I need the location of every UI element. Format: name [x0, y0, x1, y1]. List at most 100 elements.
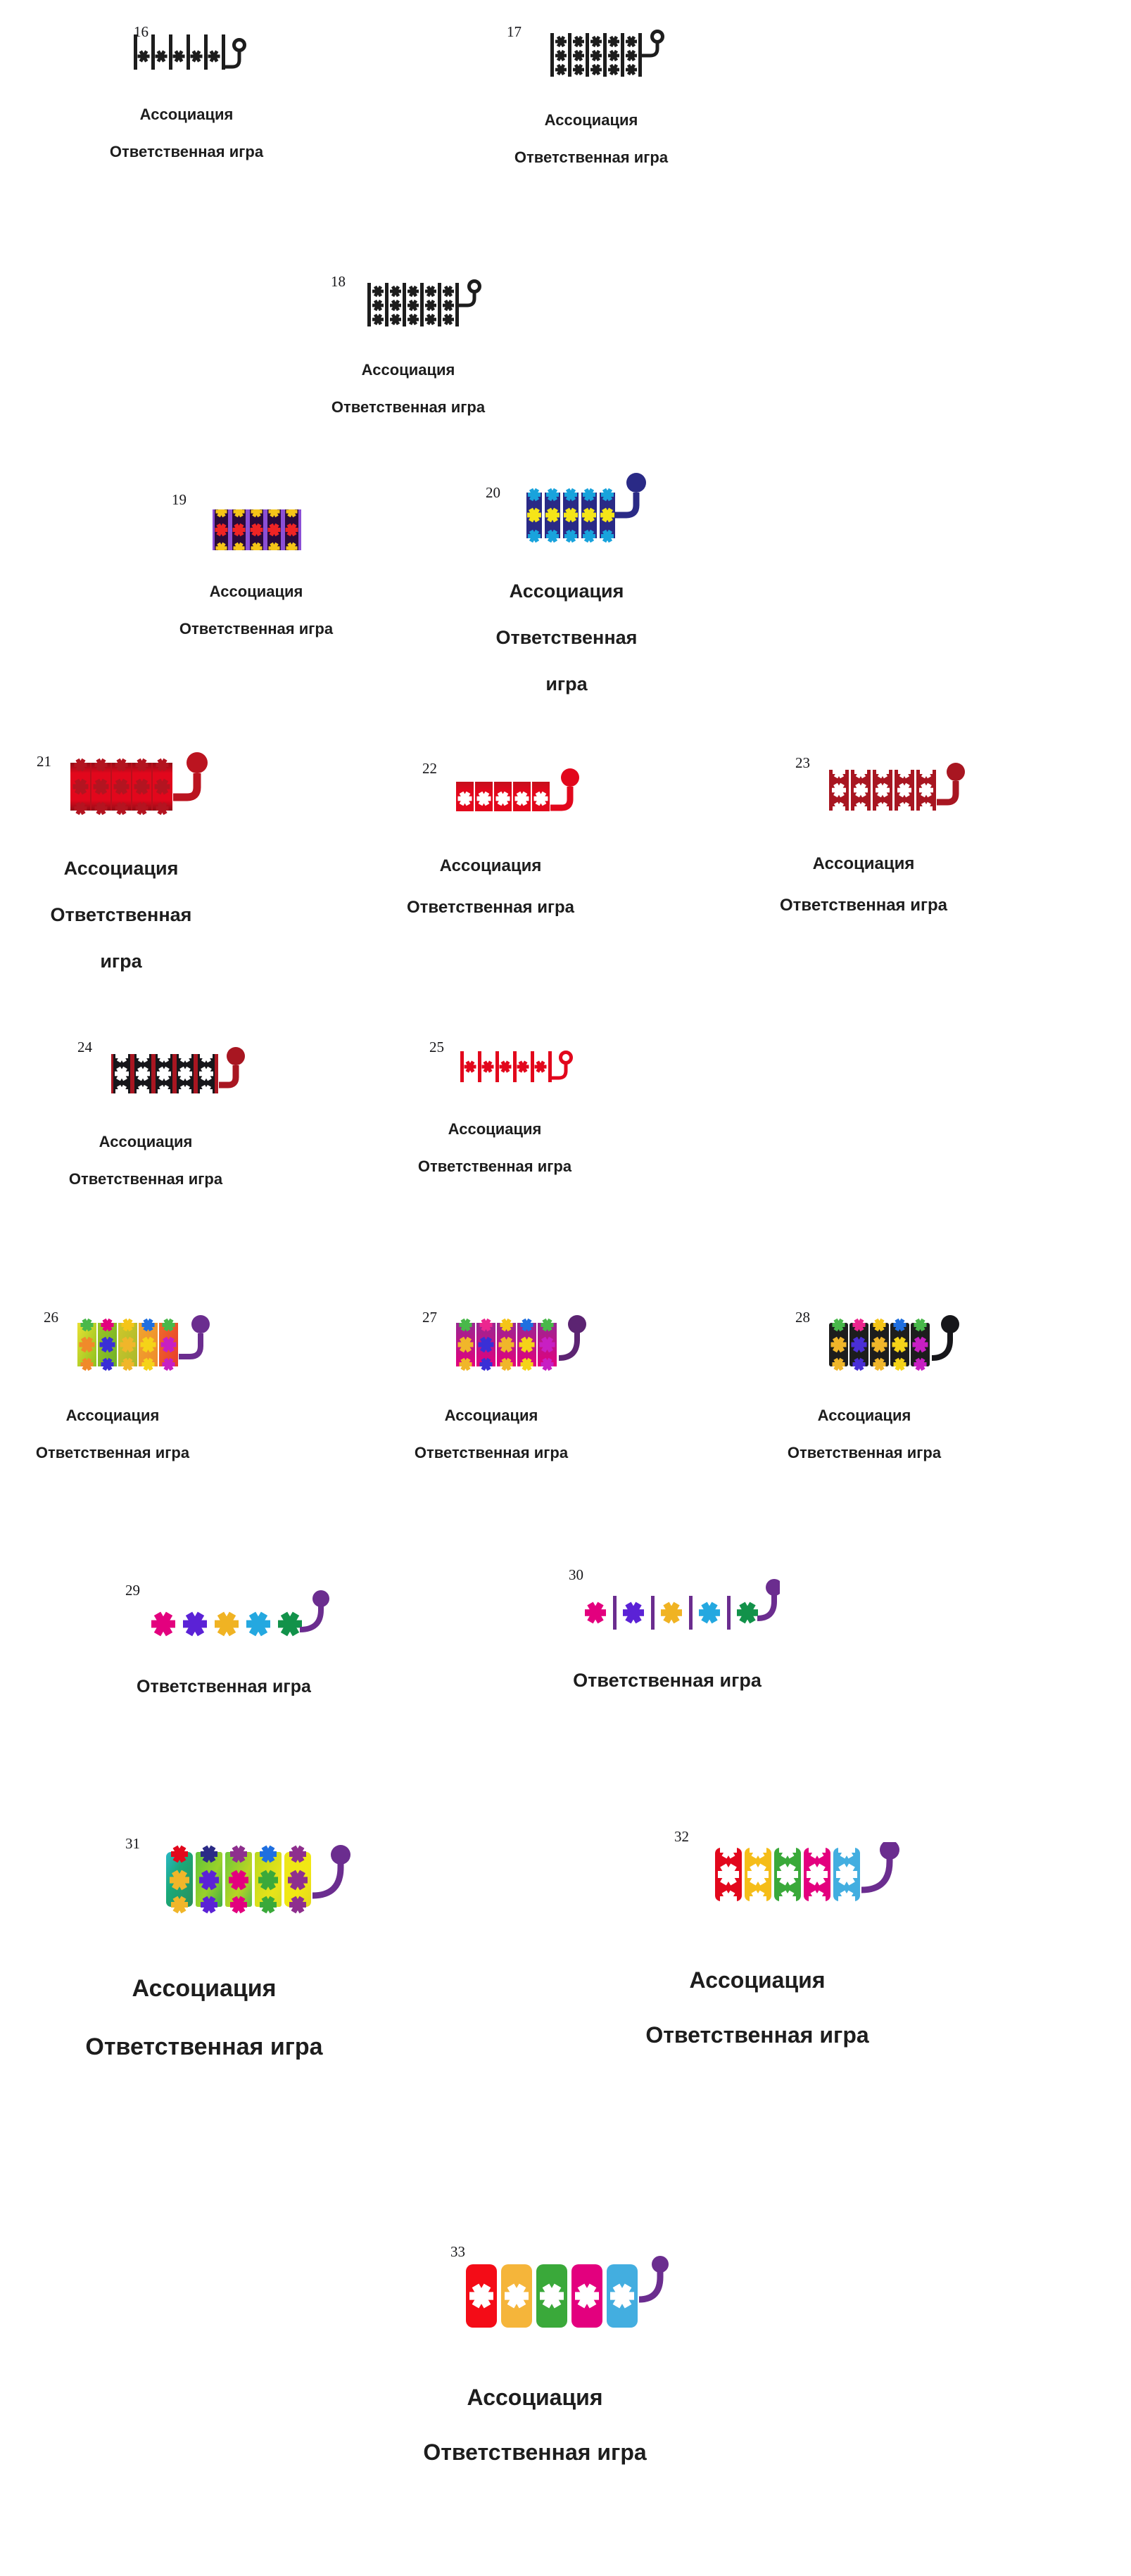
- barcode-color-bars-icon: [526, 473, 646, 543]
- item-number-22: 22: [422, 760, 437, 777]
- barcode-rainbow-bars-icon: [77, 1315, 210, 1371]
- logo-caption-33: Ассоциация Ответственная игра: [394, 2356, 676, 2494]
- caption-line-2: Ответственная игра: [407, 897, 574, 917]
- item-number-21: 21: [37, 753, 51, 770]
- logo-mark-20: [526, 470, 655, 551]
- barcode-rounded-color-bars-icon: [715, 1840, 899, 1908]
- caption-line-2: Ответственная игра: [109, 143, 264, 161]
- item-number-19: 19: [172, 491, 187, 508]
- caption-line-2: Ответственная игра: [423, 2439, 647, 2466]
- logo-mark-28: [829, 1307, 970, 1378]
- logo-entry-25[interactable]: 25 Ассоц: [418, 1039, 597, 1195]
- caption-line-2: Ответственная игра: [179, 620, 334, 638]
- caption-line-1: Ассоциация: [209, 582, 303, 600]
- logo-mark-21: [70, 742, 213, 823]
- item-number-32: 32: [674, 1828, 689, 1845]
- item-number-24: 24: [77, 1039, 92, 1055]
- caption-line-1: Ассоциация: [65, 1406, 160, 1424]
- logo-mark-33: [466, 2256, 676, 2344]
- logo-entry-22[interactable]: 22: [407, 759, 593, 938]
- barcode-darkred-bars-icon: [829, 763, 965, 816]
- logo-mark-19: [213, 505, 362, 554]
- logo-mark-29: [149, 1590, 339, 1650]
- logo-entry-17[interactable]: 17: [507, 25, 697, 186]
- barcode-black-bars-icon: [829, 1315, 959, 1371]
- caption-line-1: Ассоциация: [448, 1119, 542, 1138]
- item-number-29: 29: [125, 1582, 140, 1599]
- caption-line-1: Ассоциация: [99, 1132, 193, 1150]
- logo-entry-19[interactable]: 19: [172, 493, 362, 658]
- caption-line-2: Ответственная игра: [514, 148, 669, 167]
- logo-mark-25: [460, 1046, 597, 1091]
- caption-line-3: игра: [100, 950, 142, 972]
- barcode-gradient-red-icon: [70, 752, 208, 816]
- caption-line-1: Ассоциация: [63, 857, 179, 879]
- logo-mark-22: [456, 759, 593, 825]
- caption-line-1: Ассоциация: [812, 854, 915, 874]
- logo-mark-31: [166, 1845, 370, 1933]
- logo-caption-27: Ассоциация Ответственная игра: [386, 1388, 597, 1482]
- caption-line-2: Ответственная игра: [417, 1157, 572, 1176]
- stars-with-pipes-icon: [585, 1579, 783, 1630]
- logo-entry-30[interactable]: 30 Ответственная игра: [569, 1568, 783, 1715]
- logo-entry-24[interactable]: 24: [69, 1039, 248, 1208]
- logo-entry-18[interactable]: 18: [331, 274, 514, 436]
- logo-caption-16: Ассоциация Ответственная игра: [91, 87, 282, 181]
- caption-line-1: Ассоциация: [361, 360, 455, 379]
- logo-caption-18: Ассоциация Ответственная игра: [303, 342, 514, 436]
- item-number-25: 25: [429, 1039, 444, 1055]
- item-number-16: 16: [134, 23, 149, 40]
- logo-entry-16[interactable]: 16 Ассоц: [110, 23, 282, 181]
- logo-entry-27[interactable]: 27: [415, 1307, 597, 1482]
- logo-mark-27: [456, 1307, 597, 1378]
- logo-entry-31[interactable]: 31: [85, 1835, 370, 2091]
- barcode-red-squares-icon: [456, 768, 579, 811]
- caption-line-2: Ответственная игра: [645, 2022, 869, 2048]
- barcode-asterisk-mono-icon: [134, 34, 246, 70]
- logo-entry-26[interactable]: 26: [36, 1310, 218, 1482]
- logo-mark-18: [367, 279, 514, 335]
- logo-entry-33[interactable]: 33 Ассоциация Ответстве: [423, 2243, 676, 2494]
- caption-line-1: Ассоциация: [444, 1406, 538, 1424]
- logo-entry-29[interactable]: 29 Ответственная игра: [125, 1583, 339, 1719]
- caption-line-2: Ответственная: [50, 903, 192, 925]
- caption-line-2: Ответственная игра: [85, 2033, 323, 2061]
- logo-entry-32[interactable]: 32: [645, 1828, 919, 2076]
- logo-caption-30: Ответственная игра: [555, 1646, 780, 1715]
- item-number-28: 28: [795, 1309, 810, 1326]
- logo-caption-24: Ассоциация Ответственная игра: [44, 1114, 248, 1208]
- item-number-20: 20: [486, 484, 500, 501]
- item-number-27: 27: [422, 1309, 437, 1326]
- logo-caption-28: Ассоциация Ответственная игра: [759, 1388, 970, 1482]
- logo-entry-21[interactable]: 21: [37, 752, 213, 996]
- logo-entry-23[interactable]: 23: [780, 754, 970, 936]
- stars-row-icon: [151, 1590, 329, 1637]
- logo-mark-16: [134, 34, 282, 77]
- barcode-asterisk-grid-icon: [550, 30, 664, 77]
- item-number-33: 33: [450, 2243, 465, 2260]
- barcode-asterisk-red-line-icon: [460, 1051, 573, 1082]
- caption-line-1: Ответственная игра: [573, 1669, 762, 1691]
- logo-mark-17: [550, 29, 697, 85]
- item-number-31: 31: [125, 1835, 140, 1852]
- logo-mark-30: [583, 1579, 783, 1639]
- caption-line-2: Ответственная игра: [414, 1444, 569, 1462]
- caption-line-1: Ассоциация: [132, 1975, 277, 2003]
- caption-line-1: Ответственная игра: [137, 1676, 311, 1696]
- caption-line-1: Ассоциация: [467, 2385, 603, 2411]
- barcode-rounded-color-bars-icon: [466, 2256, 669, 2328]
- caption-line-2: Ответственная игра: [68, 1170, 223, 1188]
- caption-line-1: Ассоциация: [439, 856, 542, 876]
- logo-caption-32: Ассоциация Ответственная игра: [624, 1939, 891, 2076]
- caption-line-2: Ответственная: [495, 626, 638, 648]
- logo-caption-22: Ассоциация Ответственная игра: [388, 835, 593, 938]
- logo-entry-20[interactable]: 20: [486, 473, 655, 719]
- caption-line-1: Ассоциация: [817, 1406, 911, 1424]
- logo-caption-17: Ассоциация Ответственная игра: [486, 92, 697, 186]
- item-number-23: 23: [795, 754, 810, 771]
- logo-caption-26: Ассоциация Ответственная игра: [7, 1388, 218, 1482]
- logo-caption-29: Ответственная игра: [118, 1654, 329, 1719]
- logo-entry-28[interactable]: 28: [788, 1307, 970, 1482]
- caption-line-2: Ответственная игра: [331, 398, 486, 417]
